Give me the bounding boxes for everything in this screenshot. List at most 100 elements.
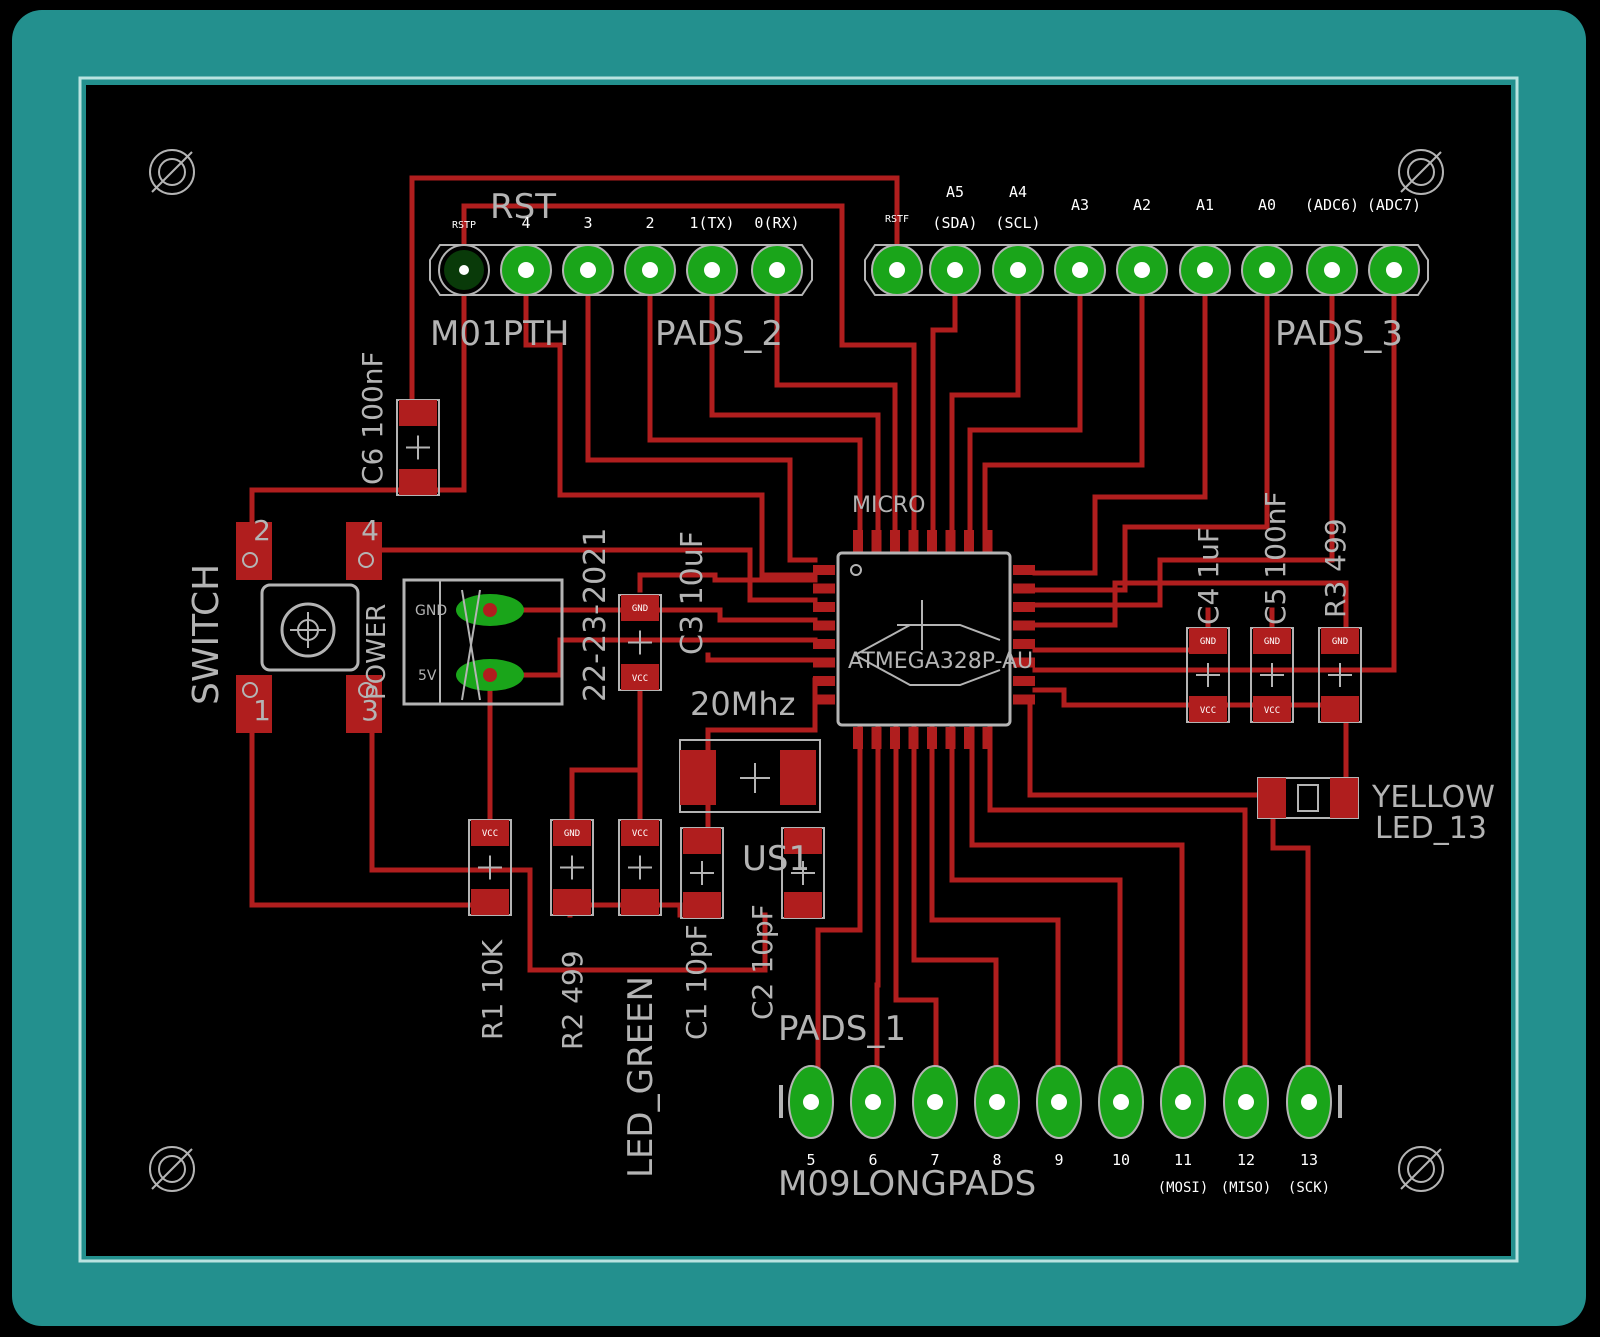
- power-label: POWER: [362, 604, 392, 700]
- mcu-pin: [871, 530, 882, 552]
- c1-label: C1 10pF: [680, 924, 713, 1040]
- pin-label-top-right: (SDA): [932, 214, 977, 232]
- led-yellow: [1257, 777, 1359, 819]
- power-terminal: [402, 578, 564, 706]
- pin-label-bottom: 7: [930, 1151, 939, 1169]
- mcu-pin: [813, 620, 835, 631]
- header-bottom: [779, 1065, 1342, 1139]
- c6-label: C6 100nF: [356, 351, 389, 485]
- r2-label: R2 499: [556, 950, 589, 1050]
- mcu-pin: [964, 530, 974, 552]
- pad-mark: VCC: [482, 829, 498, 839]
- frame-inner-border: [78, 76, 1519, 1263]
- mcu-pin: [908, 530, 919, 552]
- mcu-pin: [1013, 639, 1035, 649]
- capacitor-c2: [781, 827, 825, 919]
- pad-mark: GND: [632, 604, 648, 614]
- crystal-label: 20Mhz: [690, 685, 795, 723]
- resistor-r2: GND: [550, 819, 594, 916]
- pin-label-top-right: (SCL): [995, 214, 1040, 232]
- pin-label-top-right: A3: [1071, 196, 1089, 214]
- pad-mark: GND: [1332, 637, 1348, 647]
- mounting-hole-top-left: [149, 149, 195, 195]
- pin-label-a4: A4: [1009, 183, 1027, 201]
- pads1-label: PADS_1: [778, 1009, 906, 1049]
- pad-mark: GND: [1200, 637, 1216, 647]
- pad-mark: VCC: [632, 674, 648, 684]
- mcu-pin: [1013, 565, 1035, 575]
- pin-label-top-right: (ADC7): [1367, 196, 1421, 214]
- led-green: VCC: [618, 819, 662, 916]
- pin-label-top-right: A1: [1196, 196, 1214, 214]
- mcu-pin: [813, 657, 835, 668]
- switch-pin-label: 1: [253, 694, 271, 727]
- pin-label-bottom: 11: [1174, 1151, 1192, 1169]
- pin-sublabel-bottom: (SCK): [1288, 1180, 1330, 1196]
- m09-label: M09LONGPADS: [778, 1164, 1036, 1204]
- pin-label-bottom: 13: [1300, 1151, 1318, 1169]
- resistor-r1: VCC: [468, 819, 512, 916]
- mcu-pin: [1013, 583, 1035, 594]
- mounting-hole-bottom-right: [1398, 1146, 1444, 1192]
- pad-mark: VCC: [1264, 706, 1280, 716]
- v5-terminal-label: 5V: [418, 668, 437, 684]
- mcu-pin: [1013, 620, 1035, 631]
- mcu-pin: [1013, 657, 1035, 668]
- mcu-pin: [964, 727, 974, 749]
- mcu-pin: [813, 639, 835, 649]
- mounting-hole-top-right: [1398, 149, 1444, 195]
- mcu-pin: [927, 727, 937, 749]
- mcu-pin: [1013, 694, 1035, 705]
- smd-components: GNDVCCGNDVCCGNDVCCGNDVCCGNDVCCP$2P$1: [396, 399, 1362, 919]
- pin-sublabel-bottom: (MOSI): [1158, 1180, 1209, 1196]
- mcu-pin: [982, 727, 993, 749]
- pin-label-top-left: 4: [521, 214, 530, 232]
- pin-sublabel-bottom: (MISO): [1221, 1180, 1272, 1196]
- mcu-pin: [813, 602, 835, 612]
- us1-label: US1: [742, 839, 810, 879]
- c2-label: C2 10pF: [746, 904, 779, 1020]
- pin-label-top-right: RSTF: [885, 214, 909, 225]
- mcu-pin: [813, 583, 835, 594]
- header-top-left: [429, 244, 813, 296]
- pad-mark: VCC: [632, 829, 648, 839]
- r1-label: R1 10K: [476, 939, 509, 1040]
- pin-label-bottom: 8: [992, 1151, 1001, 1169]
- rst-label: RST: [490, 187, 556, 227]
- switch-pin-label: 4: [361, 514, 379, 547]
- mcu-pin: [813, 694, 835, 705]
- pin-label-top-right: A0: [1258, 196, 1276, 214]
- gnd-terminal-label: GND: [415, 603, 447, 619]
- mcu-pin: [853, 727, 863, 749]
- mcu-pin: [813, 565, 835, 575]
- mcu-pin: [813, 676, 835, 686]
- pin-label-top-left: 3: [583, 214, 592, 232]
- mcu-atmega328p: [813, 530, 1035, 749]
- c3-label: C3 10uF: [675, 531, 710, 655]
- micro-label: MICRO: [852, 493, 925, 518]
- r3-label: R3 499: [1319, 518, 1352, 618]
- switch-pin-label: 2: [253, 514, 271, 547]
- pad-mark: GND: [564, 829, 580, 839]
- pin-label-top-left: RSTP: [452, 220, 476, 231]
- c4-label: C4 1uF: [1192, 527, 1225, 625]
- pin-label-top-left: 2: [645, 214, 654, 232]
- mcu-pin: [890, 530, 900, 552]
- mcu-pin: [982, 530, 993, 552]
- c5-label: C5 100nF: [1259, 491, 1292, 625]
- capacitor-c5: GND VCC: [1250, 627, 1294, 723]
- mcu-pin: [945, 727, 956, 749]
- resistor-r3: GND: [1318, 627, 1362, 723]
- pads2-label: PADS_2: [655, 314, 783, 354]
- pad-mark: GND: [1264, 637, 1280, 647]
- tactile-switch: [236, 522, 382, 733]
- capacitor-c3: GND VCC: [618, 594, 662, 691]
- mounting-hole-bottom-left: [149, 1146, 195, 1192]
- pin-label-bottom: 12: [1237, 1151, 1255, 1169]
- pin-label-top-right: A2: [1133, 196, 1151, 214]
- pin-label-bottom: 6: [868, 1151, 877, 1169]
- pin-label-a5: A5: [946, 183, 964, 201]
- mcu-pin: [853, 530, 863, 552]
- yellow-label: YELLOW: [1371, 780, 1495, 815]
